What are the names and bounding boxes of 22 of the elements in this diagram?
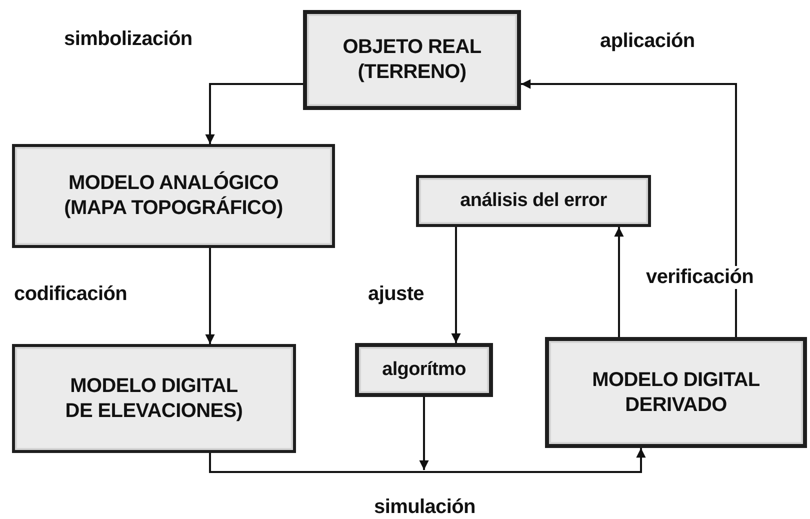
edge-label: verificación (644, 266, 756, 289)
connector-arrow (205, 248, 215, 344)
process-box (416, 175, 651, 227)
box-text: OBJETO REAL (TERRENO) (342, 35, 482, 85)
process-box (12, 344, 296, 453)
box-text: MODELO ANALÓGICO (MAPA TOPOGRÁFICO) (63, 171, 284, 221)
process-box (355, 343, 493, 397)
box-text: algorítmo (382, 358, 466, 382)
box-text: MODELO DIGITAL DE ELEVACIONES) (64, 374, 244, 424)
connector-arrow (614, 227, 624, 337)
edge-label: ajuste (366, 283, 426, 306)
box-text: MODELO DIGITAL DERIVADO (591, 368, 761, 418)
connector-arrow (451, 227, 461, 343)
connector-arrow (521, 79, 737, 337)
box-text: análisis del error (460, 189, 607, 213)
process-box (545, 337, 807, 448)
connector-arrow (419, 397, 429, 470)
process-box (12, 144, 335, 248)
connector-arrow (209, 448, 646, 473)
connector-arrow (205, 83, 303, 144)
process-box (303, 10, 521, 110)
edge-label: aplicación (598, 30, 697, 53)
